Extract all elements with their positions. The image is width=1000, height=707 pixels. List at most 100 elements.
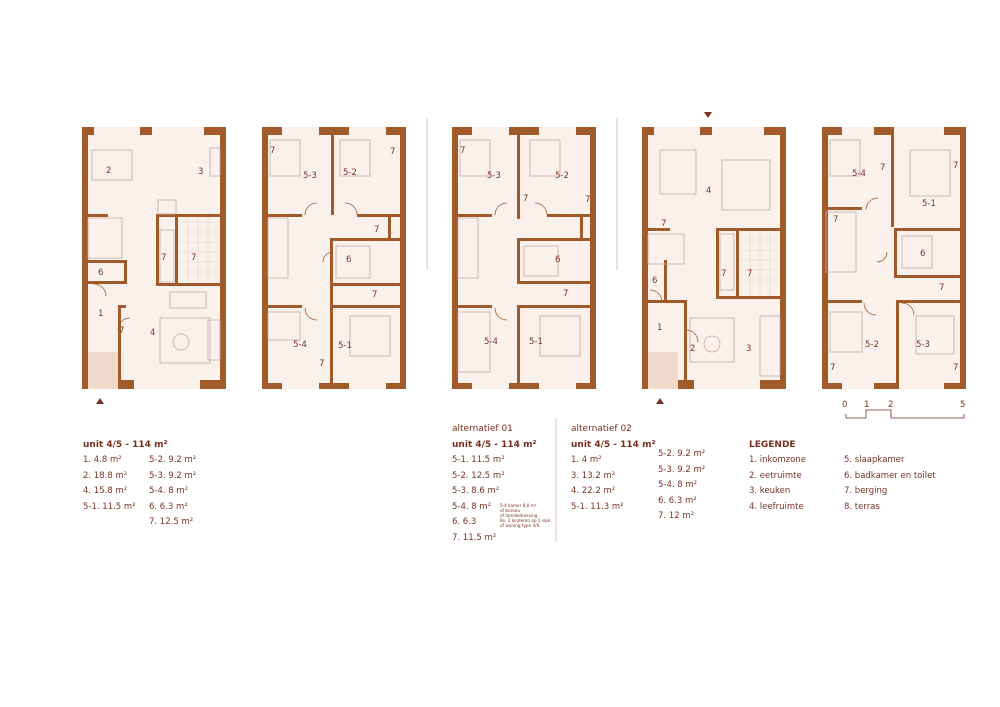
room-label: 5-3 [916,340,930,350]
legend-col2: 5. slaapkamer 6. badkamer en toilet 7. b… [844,455,936,517]
room-label: 1 [98,309,104,319]
legend-item: 6. badkamer en toilet [844,470,936,481]
room-label: 3 [746,344,752,354]
room-label: 6 [920,249,926,259]
room-label: 7 [880,163,886,173]
alt1-title: alternatief 01 [452,424,513,434]
room-label: 7 [747,269,753,279]
room-label: 7 [830,363,836,373]
legend-item: 8. terras [844,501,880,512]
room-label: 5-4 [852,169,866,179]
room-label: 7 [374,225,380,235]
legend-item: 7. berging [844,486,888,496]
area-item: 5-3. 8.6 m² [452,486,500,496]
area-item: 5-4. 8 m² [452,501,492,512]
area-item: 1. 4 m² [571,455,602,465]
alt2-heading: unit 4/5 - 114 m² [571,440,656,450]
room-label: 7 [319,359,325,369]
area-item: 5-1. 11.3 m² [571,501,624,512]
legend-item: 2. eetruimte [749,470,802,481]
room-label: 6 [346,255,352,265]
area-item: 5-4. 8 m² [658,480,698,490]
legend-title: LEGENDE [749,440,796,450]
room-label: 5-2 [343,168,357,178]
area-item: 5-1. 11.5 m² [452,455,505,465]
room-label: 5-1 [529,337,543,347]
area-item: 3. 13.2 m² [571,470,616,481]
plan-4-alternative-02 [642,112,786,404]
alt1-heading: unit 4/5 - 114 m² [452,440,537,450]
unit-a-col2: 5-2. 9.2 m² 5-3. 9.2 m² 5-4. 8 m² 6. 6.3… [149,455,196,533]
room-label: 5-4 [293,340,307,350]
area-item: 5-2. 9.2 m² [149,455,197,465]
room-label: 1 [657,323,663,333]
room-label: 6 [555,255,561,265]
area-item: 6. 6.3 [452,517,477,527]
area-item: 5-2. 12.5 m² [452,470,505,481]
room-label: 7 [833,215,839,225]
legend-item: 3. keuken [749,486,791,496]
alt2-col2: 5-2. 9.2 m² 5-3. 9.2 m² 5-4. 8 m² 6. 6.3… [658,449,705,527]
plan-5-alternative-02-upper [822,127,966,389]
room-label: 5-2 [555,171,569,181]
area-item: 5-3. 9.2 m² [149,470,197,481]
alt1-note: 5-4 kamer 8,0 m² of bureau of familiedre… [500,503,551,528]
plan-3-alternative-01 [452,127,596,389]
area-item: 5-3. 9.2 m² [658,464,706,475]
room-label: 7 [161,253,167,263]
room-label: 7 [939,283,945,293]
unit-a-col1: 1. 4.8 m² 2. 18.8 m² 4. 15.8 m² 5-1. 11.… [83,455,136,517]
room-label: 7 [460,146,466,156]
alt2-title: alternatief 02 [571,424,632,434]
room-label: 5-1 [922,199,936,209]
room-label: 6 [652,276,658,286]
area-item: 5-2. 9.2 m² [658,449,706,459]
alt2-col1: 1. 4 m² 3. 13.2 m² 4. 22.2 m² 5-1. 11.3 … [571,455,624,517]
room-label: 7 [953,161,959,171]
room-label: 5-2 [865,340,879,350]
room-label: 7 [585,195,591,205]
scale-bar [845,409,965,419]
area-item: 4. 15.8 m² [83,486,128,496]
area-item: 6. 6.3 m² [658,495,697,506]
area-item: 4. 22.2 m² [571,486,616,496]
unit-a-heading: unit 4/5 - 114 m² [83,440,168,450]
area-item: 5-1. 11.5 m² [83,501,136,512]
alt1-col1: 5-1. 11.5 m² 5-2. 12.5 m² 5-3. 8.6 m² 5-… [452,455,505,548]
room-label: 7 [119,326,125,336]
room-label: 7 [372,290,378,300]
area-item: 1. 4.8 m² [83,455,122,465]
scale-tick: 1 [864,400,870,410]
room-label: 7 [953,363,959,373]
room-label: 7 [390,147,396,157]
room-label: 7 [191,253,197,263]
area-item: 7. 11.5 m² [452,532,497,543]
entrance-marker-icon [96,398,104,404]
entrance-marker-icon [656,398,664,404]
room-label: 5-3 [303,171,317,181]
room-label: 4 [706,186,712,196]
room-label: 7 [523,194,529,204]
legend-col1: 1. inkomzone 2. eetruimte 3. keuken 4. l… [749,455,806,517]
room-label: 7 [270,146,276,156]
scale-tick: 5 [960,400,966,410]
legend-item: 4. leefruimte [749,501,804,512]
area-item: 7. 12.5 m² [149,517,194,527]
room-label: 7 [721,269,727,279]
area-item: 6. 6.3 m² [149,501,188,512]
legend-item: 1. inkomzone [749,455,806,465]
room-label: 7 [563,289,569,299]
room-label: 7 [661,219,667,229]
plan-2-first-floor [262,127,406,389]
room-label: 4 [150,328,156,338]
room-label: 5-1 [338,341,352,351]
room-label: 6 [98,268,104,278]
room-label: 3 [198,167,204,177]
scale-tick: 2 [888,400,894,410]
room-label: 2 [690,344,696,354]
area-item: 5-4. 8 m² [149,486,189,496]
plan-1-ground-floor [82,127,226,404]
entrance-marker-icon [704,112,712,118]
legend-item: 5. slaapkamer [844,455,905,465]
